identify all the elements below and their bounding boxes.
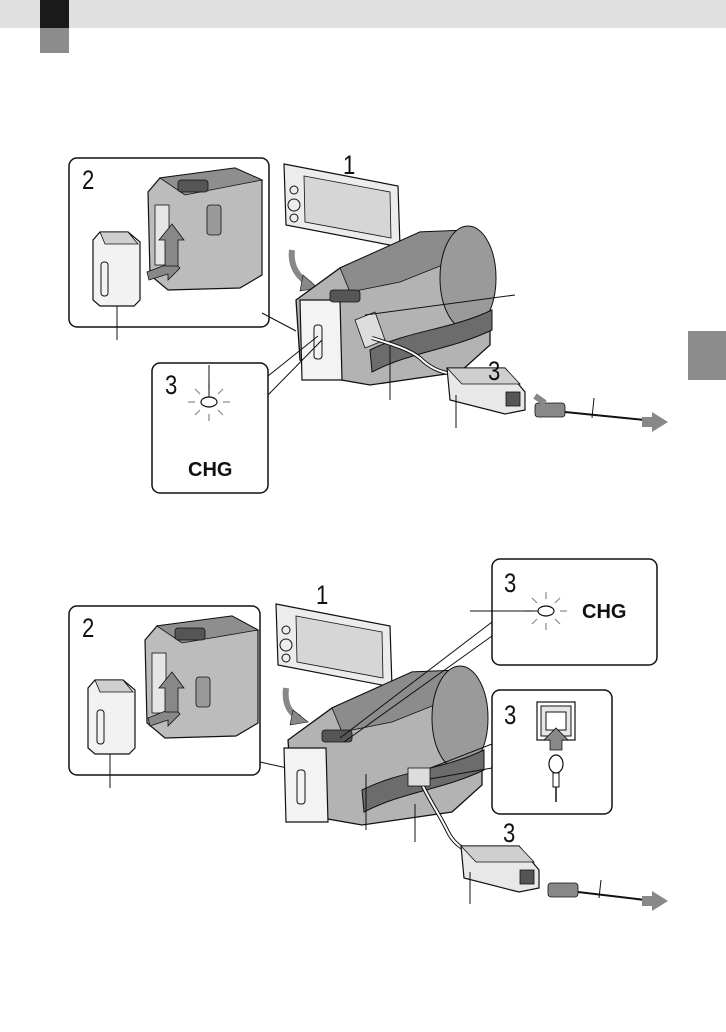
chg-label: CHG xyxy=(582,602,626,622)
arrow-icon xyxy=(642,891,668,911)
step-2-label: 2 xyxy=(82,167,94,194)
step-1-label: 1 xyxy=(316,582,328,609)
step-2-label: 2 xyxy=(82,615,94,642)
arrow-icon xyxy=(290,710,308,725)
camcorder-icon xyxy=(296,226,496,385)
ac-adaptor-icon xyxy=(447,368,525,428)
step-3-lamp-label: 3 xyxy=(165,372,177,399)
step-3-adaptor-label: 3 xyxy=(503,820,515,847)
chg-lamp-inset-box xyxy=(492,559,657,665)
camcorder-lcd-icon xyxy=(284,164,400,247)
figure-bottom: 1 2 3 3 3 CHG xyxy=(0,540,726,960)
power-cord-icon xyxy=(535,396,645,420)
step-1-label: 1 xyxy=(343,152,355,179)
step-3-connector-label: 3 xyxy=(504,702,516,729)
chg-label: CHG xyxy=(188,460,232,480)
figure-top: 1 2 3 3 CHG xyxy=(0,0,726,500)
camcorder-lcd-icon xyxy=(276,604,392,687)
power-cord-icon xyxy=(548,880,645,900)
step-3-lamp-label: 3 xyxy=(504,570,516,597)
arrow-icon xyxy=(642,412,668,432)
camcorder-icon xyxy=(284,666,488,825)
ac-adaptor-icon xyxy=(461,846,539,904)
figure-top-illustration xyxy=(0,0,726,500)
step-3-adaptor-label: 3 xyxy=(488,358,500,385)
